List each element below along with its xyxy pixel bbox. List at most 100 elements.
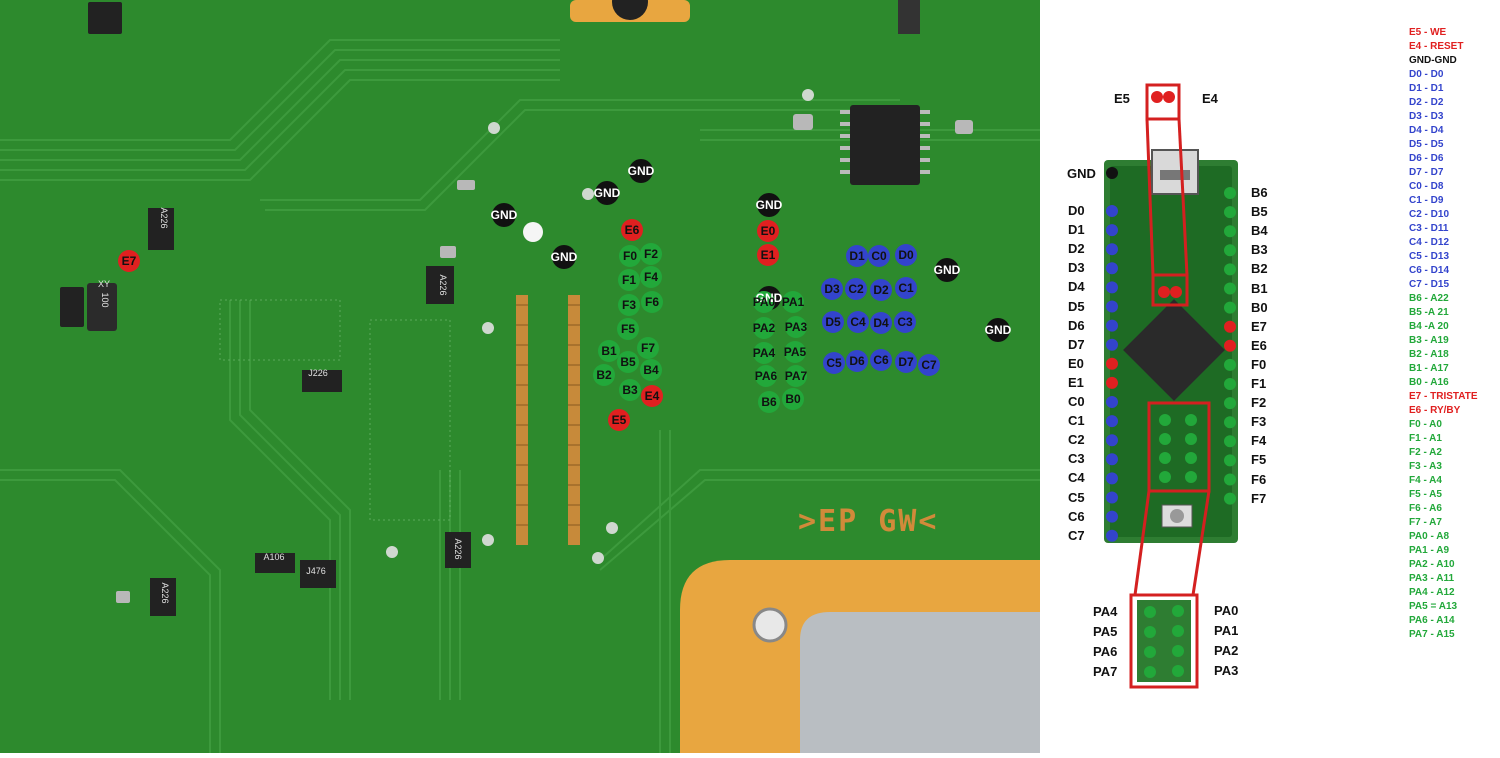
pcb-point-red_points	[608, 409, 630, 431]
pcb-point-label: F5	[620, 322, 635, 336]
board-pin-right	[1224, 320, 1236, 333]
board-pin-right	[1224, 187, 1236, 199]
board-left-pin-label: D3	[1068, 260, 1085, 276]
ic-silkscreen-label: A226	[453, 538, 463, 559]
pa-header-pin-right	[1172, 645, 1184, 657]
pcb-point-label: GND	[755, 198, 783, 212]
board-pin-e4	[1163, 91, 1175, 103]
pcb-point-green_points	[755, 365, 777, 387]
legend-entry: F6 - A6	[1409, 503, 1442, 514]
legend-entry: F7 - A7	[1409, 517, 1442, 528]
pcb-point-blue_points	[823, 352, 845, 374]
board-left-pin-label: C5	[1068, 489, 1085, 505]
legend-entry: D5 - D5	[1409, 139, 1444, 150]
pcb-point-blue_points	[918, 354, 940, 376]
pcb-point-red_points	[757, 220, 779, 242]
pa-right-label: PA1	[1214, 623, 1239, 638]
board-artwork	[1104, 83, 1238, 689]
board-right-pin-label: B4	[1251, 223, 1268, 239]
pcb-point-blue_points	[822, 311, 844, 333]
pcb-point-label: F4	[643, 270, 658, 284]
pa-header-pin-right	[1172, 625, 1184, 637]
board-pin-left	[1106, 376, 1118, 389]
pcb-point-label: PA6	[754, 369, 778, 383]
legend-entry: PA6 - A14	[1409, 615, 1455, 626]
board-left-pin-label: D2	[1068, 241, 1085, 257]
board-pin-left	[1106, 281, 1118, 294]
legend-entry: F0 - A0	[1409, 419, 1442, 430]
legend-entry: B0 - A16	[1409, 377, 1449, 388]
pcb-point-label: F2	[643, 247, 658, 261]
board-pa-header-pin	[1159, 471, 1171, 483]
pcb-point-green_points	[784, 341, 806, 363]
pa-header-pin-right	[1172, 665, 1184, 677]
board-pa-header-pin	[1185, 433, 1197, 445]
pcb-point-green_points	[785, 316, 807, 338]
pcb-point-gnd_points	[552, 245, 576, 269]
pcb-point-blue_points	[846, 245, 868, 267]
board-left-pin-label: D7	[1068, 336, 1085, 352]
legend-entry: C3 - D11	[1409, 223, 1449, 234]
board-right-pin-label: B3	[1251, 242, 1268, 258]
pcb-point-red_points	[118, 250, 140, 272]
board-left-pin-label: D1	[1068, 222, 1085, 238]
pcb-point-blue_points	[821, 278, 843, 300]
pcb-point-label: C1	[898, 281, 914, 295]
pcb-point-blue_points	[894, 311, 916, 333]
legend-entry: C2 - D10	[1409, 209, 1450, 220]
board-pin-right	[1224, 339, 1236, 352]
legend-entry: D3 - D3	[1409, 111, 1444, 122]
board-pin-left	[1106, 262, 1118, 275]
pcb-point-blue_points	[870, 279, 892, 301]
pcb-point-label: GND	[755, 291, 783, 305]
legend-entry: D4 - D4	[1409, 125, 1444, 136]
pcb-point-green_points	[641, 291, 663, 313]
board-left-pin-label: C3	[1068, 451, 1085, 467]
pcb-point-label: B5	[620, 355, 636, 369]
board-pin-right	[1224, 435, 1236, 448]
board-pin-right	[1224, 492, 1236, 505]
board-right-pin-label: F1	[1251, 376, 1267, 391]
pcb-point-green_points	[593, 364, 615, 386]
pcb-point-red_points	[757, 244, 779, 266]
board-right-pin-label: F7	[1251, 490, 1267, 506]
board-right-pin-label: B1	[1251, 280, 1268, 296]
board-pin-e5	[1151, 91, 1163, 103]
board-pa-header-pin	[1159, 452, 1171, 464]
pcb-point-blue_points	[895, 277, 917, 299]
board-right-pin-label: F4	[1251, 433, 1267, 449]
board-pin-right	[1224, 358, 1236, 371]
board-pin-left	[1106, 319, 1118, 332]
board-pin-right	[1224, 378, 1236, 390]
pcb-point-label: F6	[644, 295, 659, 309]
pcb-point-label: B0	[785, 392, 801, 406]
pcb-point-blue_points	[847, 311, 869, 333]
board-left-pin-label: C7	[1068, 527, 1085, 543]
board-left-pin-label: D4	[1068, 279, 1085, 295]
pcb-point-green_points	[753, 317, 775, 339]
legend-entry: E6 - RY/BY	[1409, 405, 1461, 416]
pcb-point-label: F1	[621, 273, 636, 287]
pcb-point-label: C3	[897, 315, 913, 329]
board-pin-right	[1224, 397, 1236, 410]
pcb-point-red_points	[621, 219, 643, 241]
board-pin-right	[1224, 282, 1236, 295]
board-pin-gnd	[1106, 167, 1118, 179]
pcb-point-green_points	[618, 294, 640, 316]
pcb-point-label: E0	[760, 224, 776, 238]
legend-entry: E5 - WE	[1409, 27, 1447, 38]
board-pin-left	[1106, 472, 1118, 485]
board-right-pin-label: E7	[1251, 318, 1267, 334]
pa-right-label: PA3	[1214, 663, 1239, 678]
board-right-pin-label: B0	[1251, 299, 1268, 315]
board-pin-left	[1106, 243, 1118, 256]
board-left-pin-label: C1	[1068, 413, 1085, 429]
pcb-point-label: B3	[622, 383, 638, 397]
pa-left-label: PA7	[1093, 664, 1118, 679]
board-pa-header-pin	[1185, 471, 1197, 483]
board-pin-right	[1224, 416, 1236, 429]
pcb-point-label: E7	[121, 254, 137, 268]
legend-entry: B3 - A19	[1409, 335, 1449, 346]
legend-entry: E4 - RESET	[1409, 41, 1464, 52]
legend-entry: PA4 - A12	[1409, 587, 1455, 598]
